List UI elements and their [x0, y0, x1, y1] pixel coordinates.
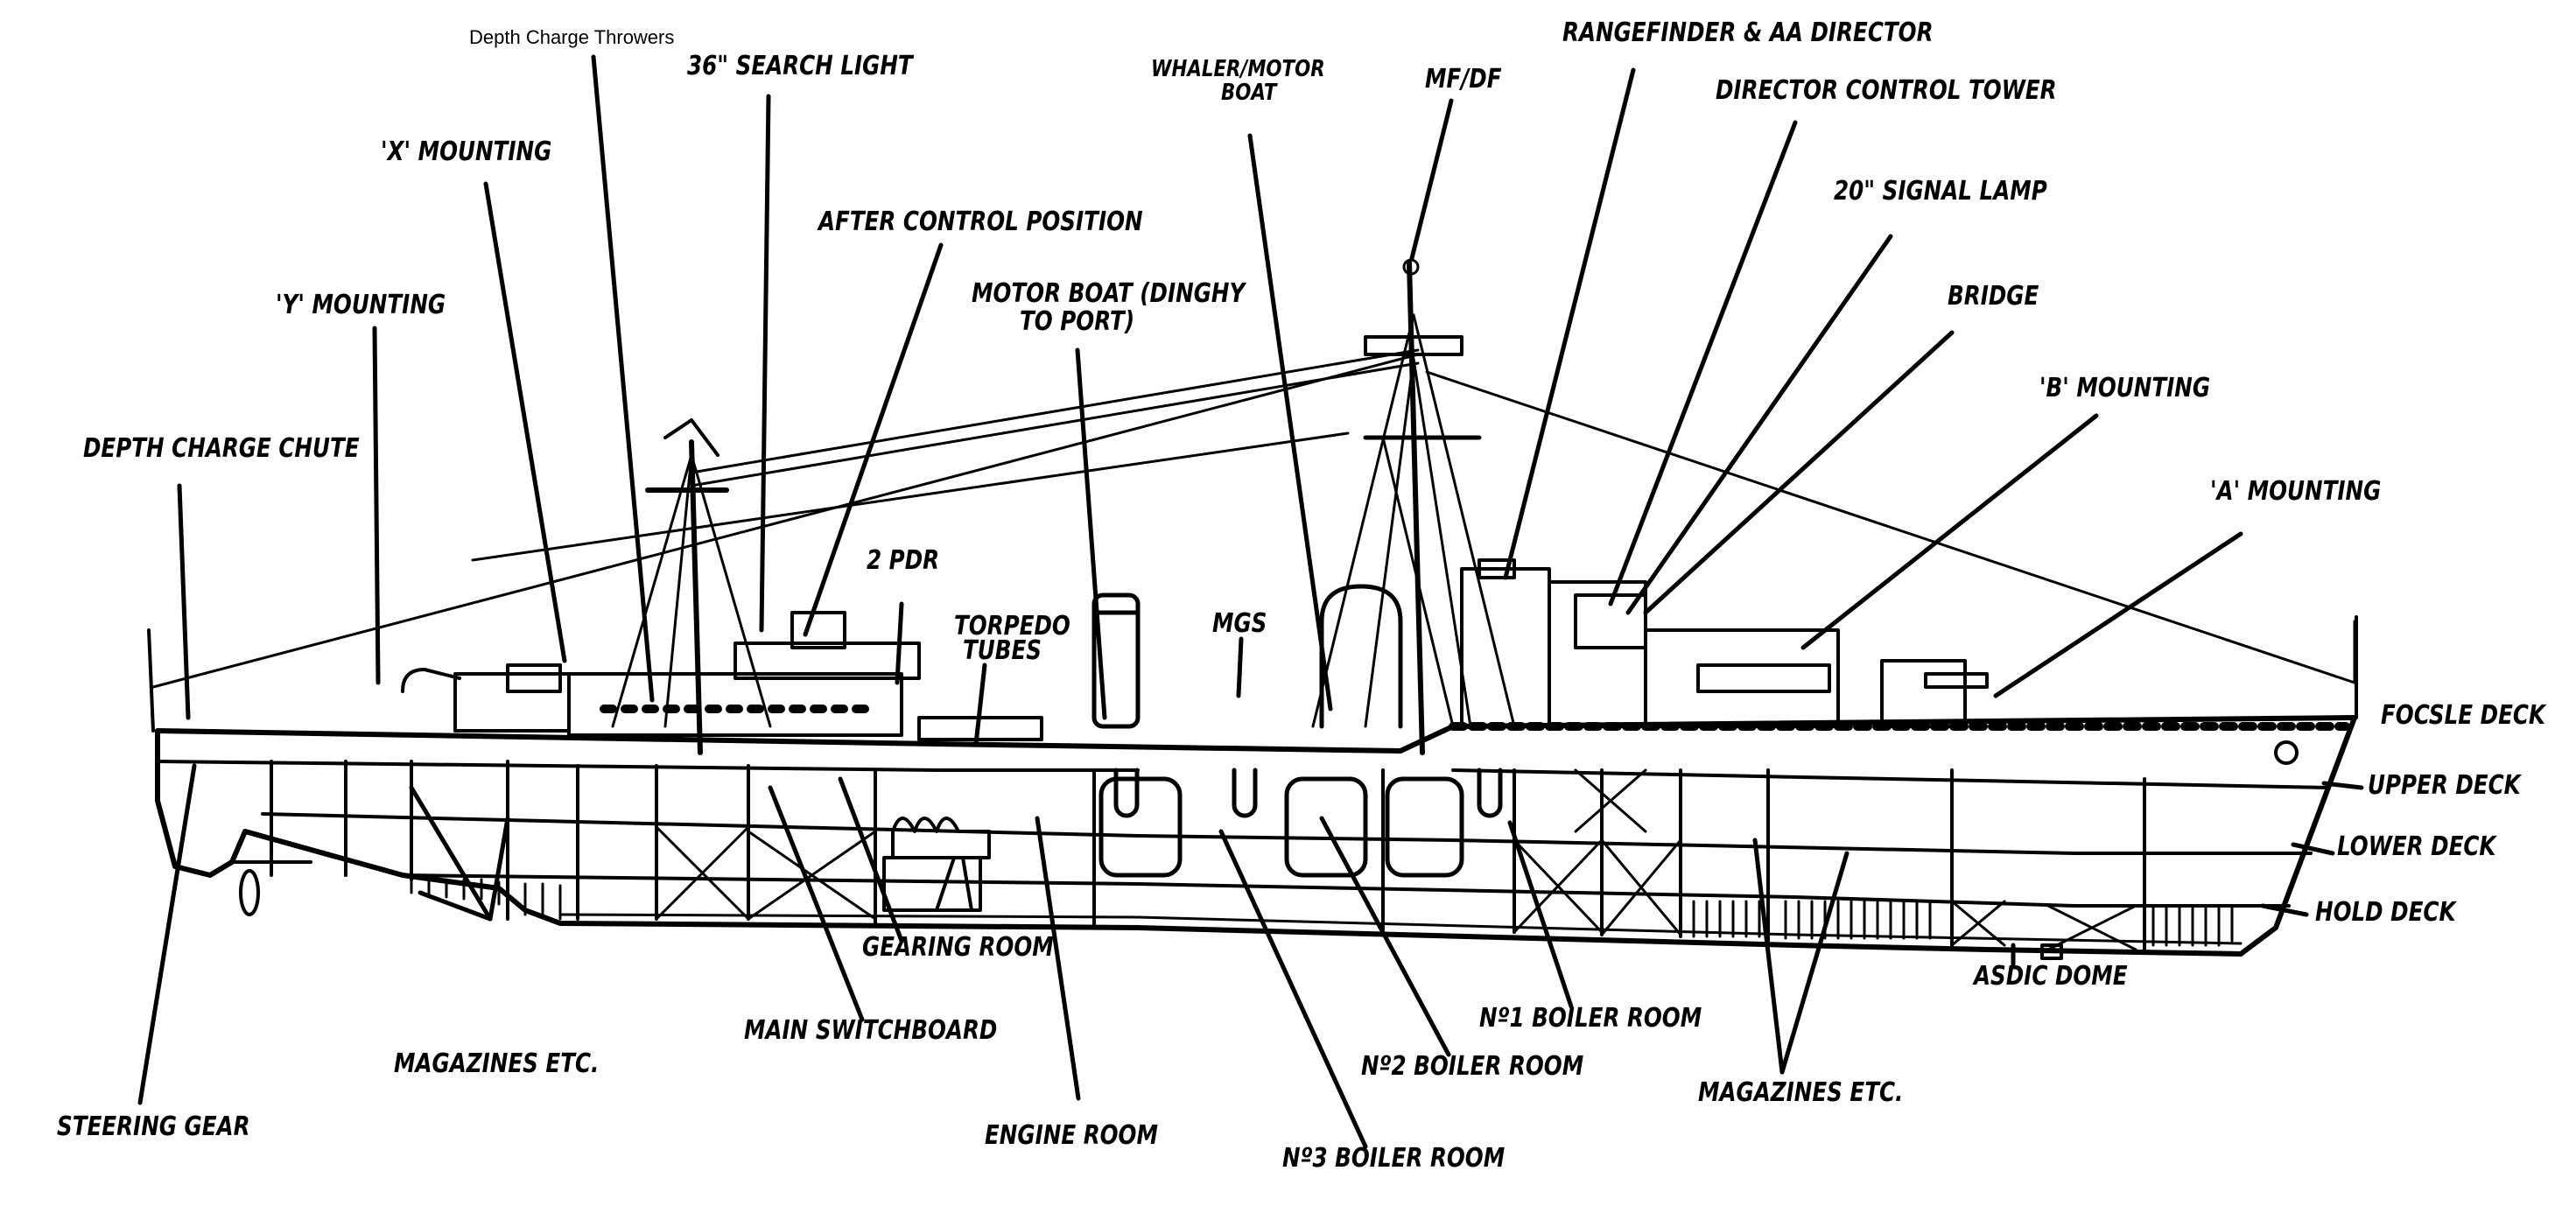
label-torpedo-tubes-line1: TORPEDO: [954, 611, 1070, 642]
bulkheads: [270, 760, 2146, 951]
label-depth-charge-chute: DEPTH CHARGE CHUTE: [83, 433, 360, 464]
label-focsle-deck: FOCSLE DECK: [2381, 700, 2545, 731]
label-x-mounting: 'X' MOUNTING: [381, 137, 552, 167]
label-2-pdr: 2 PDR: [867, 545, 940, 576]
masts: [645, 258, 1482, 755]
label-after-control-position: AFTER CONTROL POSITION: [818, 207, 1143, 237]
label-upper-deck: UPPER DECK: [2368, 770, 2521, 801]
label-bridge: BRIDGE: [1948, 281, 2039, 312]
cross-bracing: [655, 768, 2137, 951]
label-signal-lamp: 20" SIGNAL LAMP: [1834, 176, 2047, 207]
label-motor-boat-line2: TO PORT): [1020, 306, 1135, 337]
superstructure-aft: [401, 611, 1043, 741]
label-torpedo-tubes-line2: TUBES: [963, 635, 1042, 666]
bow-details: [2040, 615, 2358, 960]
label-no3-boiler-room: Nº3 BOILER ROOM: [1282, 1143, 1506, 1174]
label-no1-boiler-room: Nº1 BOILER ROOM: [1479, 1003, 1702, 1034]
label-lower-deck: LOWER DECK: [2337, 831, 2496, 862]
label-engine-room: ENGINE ROOM: [985, 1120, 1158, 1151]
label-b-mounting: 'B' MOUNTING: [2039, 373, 2211, 403]
label-y-mounting: 'Y' MOUNTING: [276, 290, 446, 320]
label-asdic-dome: ASDIC DOME: [1974, 961, 2128, 992]
label-magazines-forward: MAGAZINES ETC.: [1698, 1077, 1904, 1108]
label-gearing-room: GEARING ROOM: [862, 932, 1054, 963]
label-depth-charge-throwers: Depth Charge Throwers: [469, 26, 675, 48]
label-rangefinder-aa-director: RANGEFINDER & AA DIRECTOR: [1562, 18, 1934, 48]
label-whaler-motor-boat-line2: BOAT: [1221, 80, 1277, 106]
label-motor-boat-line1: MOTOR BOAT (DINGHY: [972, 278, 1246, 309]
superstructure-forward: [1449, 558, 2350, 731]
label-whaler-motor-boat-line1: WHALER/MOTOR: [1151, 56, 1325, 82]
label-mf-df: MF/DF: [1425, 64, 1502, 95]
label-magazines-aft: MAGAZINES ETC.: [394, 1048, 600, 1079]
propeller-rudder: [147, 628, 312, 916]
label-hold-deck: HOLD DECK: [2315, 897, 2456, 928]
label-search-light: 36" SEARCH LIGHT: [687, 51, 913, 81]
machinery: [882, 817, 991, 912]
boilers: [1098, 768, 1503, 878]
label-mgs: MGS: [1212, 608, 1267, 639]
label-a-mounting: 'A' MOUNTING: [2210, 476, 2382, 507]
funnels: [1091, 584, 1403, 729]
leader-lines: [137, 54, 2364, 1149]
label-no2-boiler-room: Nº2 BOILER ROOM: [1361, 1051, 1584, 1082]
label-main-switchboard: MAIN SWITCHBOARD: [744, 1015, 998, 1046]
label-steering-gear: STEERING GEAR: [57, 1111, 250, 1142]
label-director-control-tower: DIRECTOR CONTROL TOWER: [1716, 75, 2057, 106]
